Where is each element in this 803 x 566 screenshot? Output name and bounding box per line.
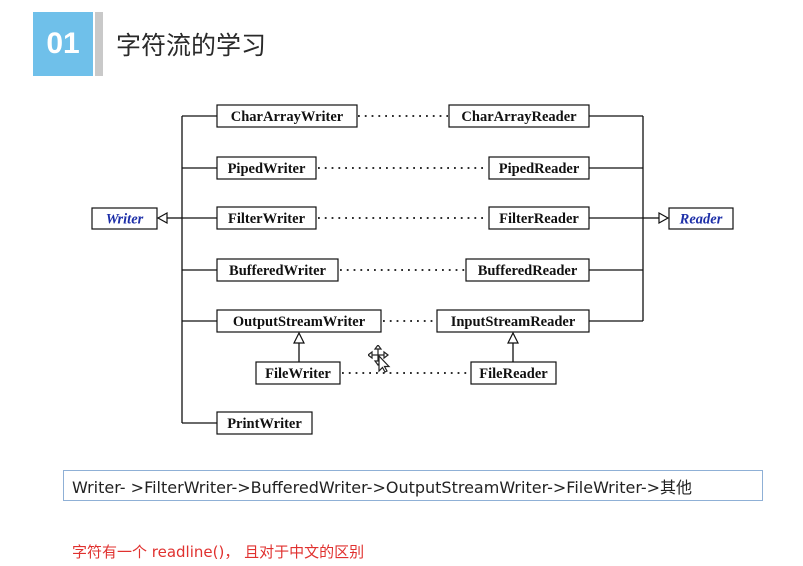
inheritance-chain-box: Writer- >FilterWriter->BufferedWriter->O…: [63, 470, 763, 501]
class-label: CharArrayReader: [461, 109, 577, 125]
class-box-inputstreamreader: InputStreamReader: [436, 309, 590, 333]
class-box-filterwriter: FilterWriter: [216, 206, 317, 230]
filewriter-inherit-arrow: [293, 331, 305, 344]
class-box-pipedwriter: PipedWriter: [216, 156, 317, 180]
class-label: FilterWriter: [228, 211, 306, 227]
badge-accent-bar: [95, 12, 103, 76]
class-label: BufferedWriter: [229, 263, 326, 279]
class-box-bufferedreader: BufferedReader: [465, 258, 590, 282]
class-box-filterreader: FilterReader: [488, 206, 590, 230]
class-label: FileWriter: [265, 366, 331, 382]
class-label: FilterReader: [499, 211, 579, 227]
class-box-outputstreamwriter: OutputStreamWriter: [216, 309, 382, 333]
class-label: FileReader: [479, 366, 548, 382]
class-label: CharArrayWriter: [231, 109, 344, 125]
page-title: 字符流的学习: [116, 31, 267, 60]
note-text: 字符有一个 readline()， 且对于中文的区别: [72, 543, 365, 561]
class-box-pipedreader: PipedReader: [488, 156, 590, 180]
class-box-bufferedwriter: BufferedWriter: [216, 258, 339, 282]
class-box-printwriter: PrintWriter: [216, 411, 313, 435]
class-box-filewriter: FileWriter: [255, 361, 341, 385]
class-label: PipedReader: [499, 161, 580, 177]
filereader-inherit-arrow: [507, 331, 519, 344]
class-box-chararraywriter: CharArrayWriter: [216, 104, 358, 128]
reader-base-label: Reader: [679, 212, 723, 228]
class-label: InputStreamReader: [451, 314, 576, 330]
writer-inherit-arrow: [156, 211, 168, 225]
writer-base-label: Writer: [106, 212, 144, 228]
class-label: BufferedReader: [478, 263, 578, 279]
class-box-chararrayreader: CharArrayReader: [448, 104, 590, 128]
section-number-badge: 01: [33, 12, 93, 76]
reader-base-box: Reader: [668, 207, 734, 230]
class-label: OutputStreamWriter: [233, 314, 366, 330]
writer-base-box: Writer: [91, 207, 158, 230]
class-box-filereader: FileReader: [470, 361, 557, 385]
class-label: PrintWriter: [227, 416, 302, 432]
move-cursor-icon: [368, 345, 391, 373]
reader-inherit-arrow: [658, 211, 670, 225]
class-label: PipedWriter: [228, 161, 306, 177]
